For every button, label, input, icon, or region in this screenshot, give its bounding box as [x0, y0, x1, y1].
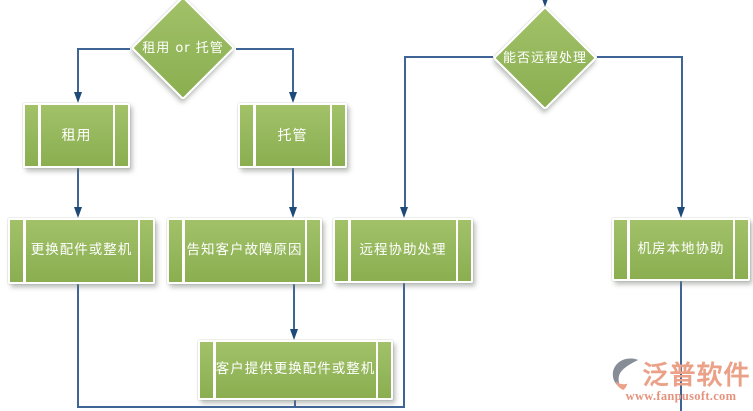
connector-decision1-right-h — [236, 48, 294, 50]
arrowhead-into-host-icon — [288, 92, 297, 103]
side-bar — [375, 342, 378, 398]
arrowhead-into-local-icon — [677, 207, 685, 218]
arrowhead-into-rent-icon — [73, 92, 82, 103]
arrowhead-into-inform-icon — [288, 207, 297, 218]
arrowhead-into-decision2-icon — [540, 0, 549, 7]
side-bar — [23, 220, 26, 282]
connector-decision1-to-host — [292, 48, 294, 93]
flow-node-customer-provide-parts: 客户提供更换配件或整机 — [198, 340, 393, 400]
connector-replace-down — [77, 283, 79, 408]
flow-node-local-assist: 机房本地协助 — [612, 218, 750, 281]
side-bar — [38, 105, 41, 166]
connector-decision1-to-rent — [77, 48, 79, 93]
flow-node-rent: 租用 — [23, 103, 130, 168]
connector-remote-down — [403, 282, 405, 408]
flow-node-label: 远程协助处理 — [359, 241, 447, 258]
connector-bottom-merge-h — [77, 406, 405, 408]
side-bar — [627, 220, 630, 279]
connector-decision2-to-local — [681, 56, 683, 208]
arrowhead-into-replace-icon — [73, 207, 82, 218]
connector-host-to-inform — [292, 167, 294, 208]
side-bar — [732, 220, 735, 279]
flow-node-label: 告知客户故障原因 — [186, 242, 303, 259]
connector-decision2-to-remote — [404, 56, 406, 208]
connector-inform-to-provide — [293, 283, 295, 330]
side-bar — [304, 220, 307, 282]
flow-node-replace-parts: 更换配件或整机 — [8, 218, 155, 284]
side-bar — [137, 220, 140, 282]
decision-can-remote-handle-label: 能否远程处理 — [502, 51, 587, 66]
arrowhead-into-provide-icon — [289, 329, 298, 340]
side-bar — [348, 220, 351, 281]
connector-decision1-left-h — [77, 48, 130, 50]
brand-name: 泛普软件 — [642, 361, 751, 391]
connector-decision2-right-h — [597, 56, 683, 58]
brand-url: www.fanpusoft.com — [625, 389, 737, 403]
connector-rent-to-replace — [77, 167, 79, 208]
side-bar — [253, 105, 256, 166]
connector-decision2-left-h — [404, 56, 493, 58]
flow-node-label: 机房本地协助 — [637, 240, 725, 257]
fanpu-logo-icon — [613, 358, 639, 390]
brand-row: 泛普软件 — [610, 355, 752, 392]
side-bar — [329, 105, 332, 166]
decision-rent-or-host-label: 租用 or 托管 — [142, 41, 224, 56]
side-bar — [455, 220, 458, 281]
flow-node-label: 租用 — [61, 127, 92, 144]
flow-node-remote-assist: 远程协助处理 — [333, 218, 473, 283]
connector-local-down — [680, 280, 682, 411]
side-bar — [213, 342, 216, 398]
flow-node-host: 托管 — [238, 103, 347, 168]
flow-node-inform-fault-cause: 告知客户故障原因 — [167, 218, 322, 284]
arrowhead-into-remote-icon — [400, 207, 408, 218]
side-bar — [182, 220, 185, 282]
connector-provide-down — [294, 399, 296, 408]
side-bar — [112, 105, 115, 166]
flow-node-label: 托管 — [277, 127, 308, 144]
flow-node-label: 更换配件或整机 — [30, 242, 133, 259]
fanpu-watermark: 泛普软件 www.fanpusoft.com — [610, 355, 752, 404]
flow-node-label: 客户提供更换配件或整机 — [215, 361, 376, 378]
